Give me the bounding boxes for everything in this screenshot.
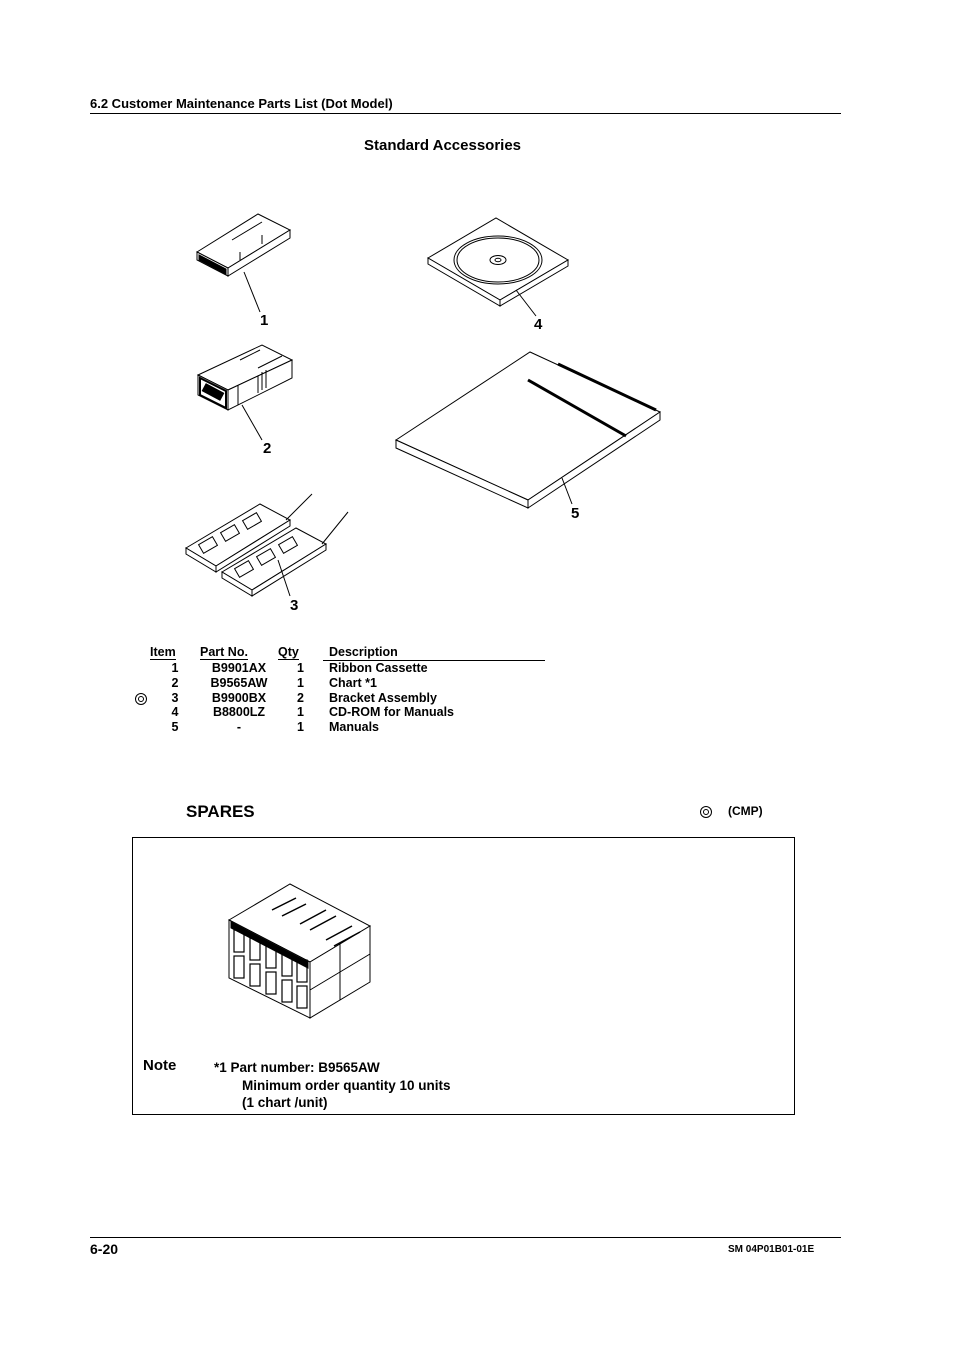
spares-title: SPARES	[186, 802, 255, 821]
row-qty: 2	[297, 690, 304, 705]
leader-lines	[241, 271, 573, 597]
row-description: Ribbon Cassette	[329, 661, 428, 675]
note-label: Note	[143, 1057, 177, 1074]
table-row: 3 B9900BX 2 Bracket Assembly	[150, 691, 545, 706]
page-number: 6-20	[90, 1241, 119, 1257]
section-header: 6.2 Customer Maintenance Parts List (Dot…	[90, 96, 393, 111]
callout-1: 1	[260, 312, 269, 329]
callout-2: 2	[263, 440, 272, 457]
row-qty: 1	[297, 660, 304, 675]
row-qty: 1	[297, 705, 304, 720]
header-rule	[90, 113, 841, 114]
cmp-legend: (CMP)	[728, 804, 763, 818]
row-part-no: B9900BX	[211, 690, 267, 705]
chart-carton-drawing	[227, 883, 372, 1019]
table-row: 1 B9901AX 1 Ribbon Cassette	[150, 661, 545, 676]
double-circle-icon	[135, 693, 147, 705]
header-item: Item	[150, 645, 176, 661]
note-line: (1 chart /unit)	[242, 1095, 328, 1110]
row-item: 3	[171, 690, 179, 705]
row-qty: 1	[297, 720, 304, 735]
document-id: SM 04P01B01-01E	[728, 1244, 815, 1255]
callout-4: 4	[534, 316, 543, 333]
row-part-no: B9901AX	[211, 660, 267, 675]
row-item: 5	[171, 720, 179, 735]
header-part-no: Part No.	[200, 645, 248, 661]
row-description: Chart *1	[329, 675, 377, 690]
table-row: 5 - 1 Manuals	[150, 720, 545, 735]
double-circle-icon	[700, 806, 712, 818]
spares-box	[132, 837, 795, 1115]
callout-5: 5	[571, 505, 580, 522]
row-part-no: B9565AW	[210, 675, 268, 690]
row-qty: 1	[297, 675, 304, 690]
row-item: 2	[171, 675, 179, 690]
row-part-no: B8800LZ	[212, 705, 266, 720]
footer-rule	[90, 1237, 841, 1238]
row-description: Bracket Assembly	[329, 690, 437, 705]
chart-box-drawing	[196, 344, 294, 411]
row-item: 4	[171, 705, 179, 720]
page-title: Standard Accessories	[364, 137, 522, 154]
cd-rom-drawing	[427, 217, 569, 307]
note-text: *1 Part number: B9565AW Minimum order qu…	[214, 1059, 451, 1112]
table-header-row: Item Part No. Qty Description	[150, 645, 545, 661]
ribbon-cassette-drawing	[195, 213, 292, 277]
bracket-assembly-drawing	[185, 493, 349, 597]
callout-3: 3	[290, 597, 299, 614]
table-row: 4 B8800LZ 1 CD-ROM for Manuals	[150, 705, 545, 720]
row-item: 1	[171, 660, 179, 675]
note-line: *1 Part number: B9565AW	[214, 1060, 380, 1075]
table-row: 2 B9565AW 1 Chart *1	[150, 676, 545, 691]
row-part-no: -	[236, 720, 242, 735]
note-line: Minimum order quantity 10 units	[242, 1077, 451, 1093]
accessories-illustration	[185, 213, 662, 597]
parts-table: Item Part No. Qty Description 1 B9901AX …	[150, 645, 545, 735]
row-description: Manuals	[329, 720, 380, 735]
header-qty: Qty	[278, 645, 299, 661]
header-description: Description	[323, 645, 545, 661]
manuals-drawing	[394, 351, 662, 509]
row-description: CD-ROM for Manuals	[329, 705, 454, 720]
